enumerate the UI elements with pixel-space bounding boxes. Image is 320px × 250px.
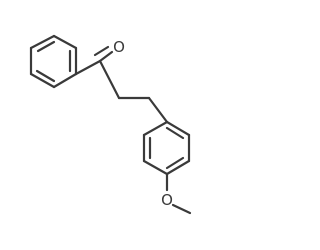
bond xyxy=(52,34,78,50)
bond xyxy=(29,34,56,50)
bond xyxy=(98,59,121,100)
bond xyxy=(171,203,192,215)
phenyl-ring xyxy=(29,34,78,89)
bond xyxy=(52,72,78,89)
propanone-chain xyxy=(74,45,169,124)
methoxyphenyl-ring xyxy=(142,120,191,176)
bond xyxy=(147,96,169,124)
double-bond-inner xyxy=(36,40,56,53)
double-bond-inner xyxy=(35,69,56,83)
ether-oxygen-label: O xyxy=(161,191,173,209)
bond xyxy=(165,120,191,137)
bond xyxy=(142,120,169,137)
methoxy-group xyxy=(165,172,192,215)
double-bond-inner xyxy=(165,156,185,170)
bond xyxy=(165,159,191,176)
bond xyxy=(29,72,56,89)
carbonyl-double-bond xyxy=(98,50,114,63)
molecule-structure: O O xyxy=(29,34,192,215)
carbonyl-oxygen-label: O xyxy=(113,38,125,56)
double-bond-inner xyxy=(165,126,185,140)
carbonyl-double-bond xyxy=(93,45,110,57)
bond xyxy=(74,59,102,76)
bond xyxy=(142,159,169,176)
